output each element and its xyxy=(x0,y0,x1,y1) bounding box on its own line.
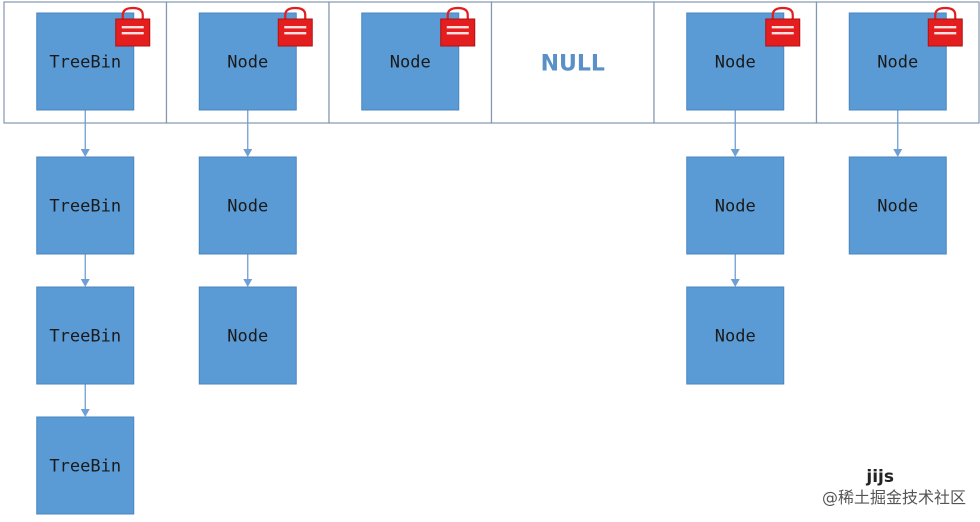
lock-icon-4 xyxy=(765,6,801,47)
arrow-down-icon-1-0 xyxy=(243,110,253,157)
head-node-0-label: TreeBin xyxy=(49,53,121,73)
head-node-0: TreeBin xyxy=(36,12,135,111)
chain-node-0-1: TreeBin xyxy=(36,286,135,385)
null-slot-label: NULL xyxy=(541,52,605,77)
table-slot-3 xyxy=(490,1,655,124)
arrow-down-icon-0-1 xyxy=(80,254,90,287)
arrow-down-icon-4-1 xyxy=(730,254,740,287)
locks xyxy=(115,6,963,47)
chain-node-0-2-box xyxy=(36,416,135,515)
lock-icon-5 xyxy=(927,6,963,47)
nodes: TreeBinTreeBinTreeBinTreeBinNodeNodeNode… xyxy=(36,12,947,515)
arrow-down-icon-0-2 xyxy=(80,384,90,417)
chain-node-4-0-label: Node xyxy=(715,197,756,217)
arrow-down-icon-4-0 xyxy=(730,110,740,157)
chain-node-1-1-label: Node xyxy=(227,327,268,347)
chain-arrows xyxy=(80,110,903,417)
chain-node-1-1-box xyxy=(198,286,297,385)
chain-node-4-0-box xyxy=(686,156,785,255)
chain-node-1-0-box xyxy=(198,156,297,255)
chain-node-1-0: Node xyxy=(198,156,297,255)
arrow-down-icon-0-0 xyxy=(80,110,90,157)
chain-node-0-2: TreeBin xyxy=(36,416,135,515)
chain-node-4-1-box xyxy=(686,286,785,385)
chain-node-4-0: Node xyxy=(686,156,785,255)
watermark-site: @稀土掘金技术社区 xyxy=(821,488,966,507)
chain-node-0-1-box xyxy=(36,286,135,385)
chain-node-0-0-label: TreeBin xyxy=(49,197,121,217)
chain-node-0-0: TreeBin xyxy=(36,156,135,255)
head-node-2-label: Node xyxy=(390,53,431,73)
arrow-down-icon-5-0 xyxy=(893,110,903,157)
head-node-1-label: Node xyxy=(227,53,268,73)
chain-node-5-0-box xyxy=(848,156,947,255)
lock-icon-0 xyxy=(115,6,151,47)
chain-node-0-0-box xyxy=(36,156,135,255)
watermark: jijs @稀土掘金技术社区 xyxy=(822,466,966,508)
chain-node-1-1: Node xyxy=(198,286,297,385)
head-node-5-label: Node xyxy=(877,53,918,73)
watermark-user: jijs xyxy=(866,467,894,487)
chain-node-4-1: Node xyxy=(686,286,785,385)
lock-icon-1 xyxy=(277,6,313,47)
chain-node-5-0: Node xyxy=(848,156,947,255)
head-node-4-label: Node xyxy=(715,53,756,73)
arrow-down-icon-1-1 xyxy=(243,254,253,287)
lock-icon-2 xyxy=(440,6,476,47)
chain-node-5-0-label: Node xyxy=(877,197,918,217)
chain-node-0-2-label: TreeBin xyxy=(49,457,121,477)
chain-node-1-0-label: Node xyxy=(227,197,268,217)
chain-node-0-1-label: TreeBin xyxy=(49,327,121,347)
chain-node-4-1-label: Node xyxy=(715,327,756,347)
